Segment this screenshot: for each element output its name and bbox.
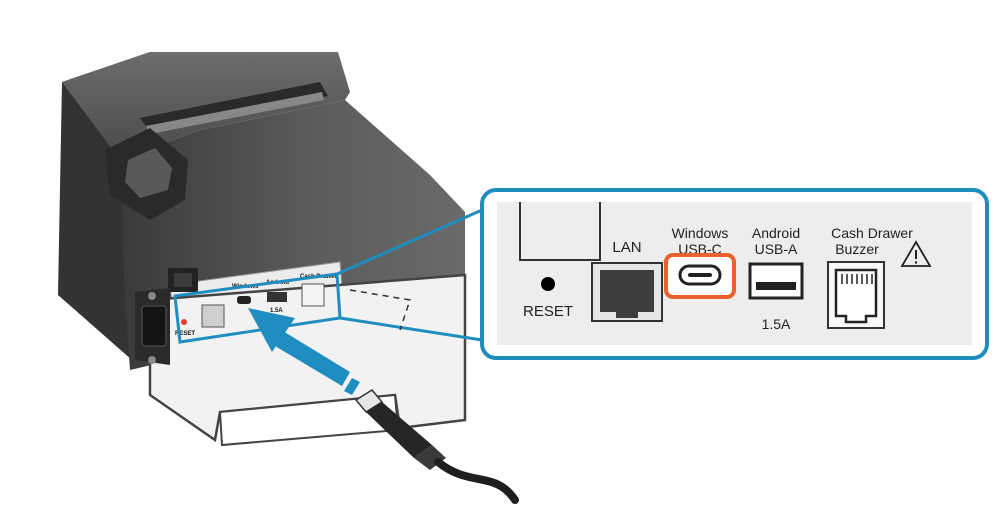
- printer-reset-dot: [181, 319, 187, 325]
- printer-usbc-port: [237, 296, 251, 304]
- reset-label: RESET: [523, 303, 573, 320]
- port-callout: RESET LAN Windows USB-C Android USB-A 1.…: [480, 188, 989, 360]
- usbc-port-tongue: [688, 273, 712, 277]
- cash-drawer-socket: [834, 268, 878, 324]
- callout-panel-notch: [519, 202, 601, 261]
- cash-drawer-pins: [841, 274, 873, 284]
- usb-c-plug-body: [366, 402, 432, 458]
- power-inlet-socket: [141, 305, 167, 347]
- printer-lan-port: [201, 304, 225, 328]
- lan-label: LAN: [612, 239, 641, 256]
- callout-connector-upper: [336, 208, 483, 276]
- dashed-guide-line: [349, 289, 411, 331]
- buzzer-label: Buzzer: [835, 241, 879, 257]
- usba-current-label: 1.5A: [762, 316, 791, 332]
- windows-label: Windows: [672, 225, 729, 241]
- callout-connector-lower: [339, 316, 483, 342]
- printer-cash-drawer-port: [301, 283, 325, 307]
- usba-label: USB-A: [755, 241, 798, 257]
- insert-arrow-tail-segment: [344, 378, 360, 395]
- paper-cutter: [146, 92, 324, 134]
- usba-port-tongue: [756, 282, 796, 290]
- feed-button: [125, 148, 172, 198]
- printer-label-current: 1.5A: [270, 308, 283, 314]
- cash-drawer-label: Cash Drawer: [831, 225, 913, 241]
- lan-port-socket: [600, 270, 654, 318]
- usba-port[interactable]: [748, 262, 804, 300]
- reset-button[interactable]: [541, 277, 555, 291]
- warning-triangle-icon: [900, 240, 932, 267]
- insert-arrow-head: [248, 308, 295, 352]
- android-label: Android: [752, 225, 800, 241]
- inlet-screw-top: [148, 292, 156, 300]
- printer: RESET Windows Android 1.5A Cash Drawer: [58, 52, 467, 447]
- usb-c-cable-wire: [434, 458, 519, 504]
- power-switch-rocker: [174, 273, 192, 287]
- printer-label-reset: RESET: [175, 331, 195, 337]
- insert-arrow: [248, 308, 360, 395]
- printer-usba-port: [267, 292, 287, 302]
- usb-c-cable: [354, 389, 519, 504]
- insert-arrow-shaft: [265, 325, 350, 386]
- inlet-screw-bottom: [148, 356, 156, 364]
